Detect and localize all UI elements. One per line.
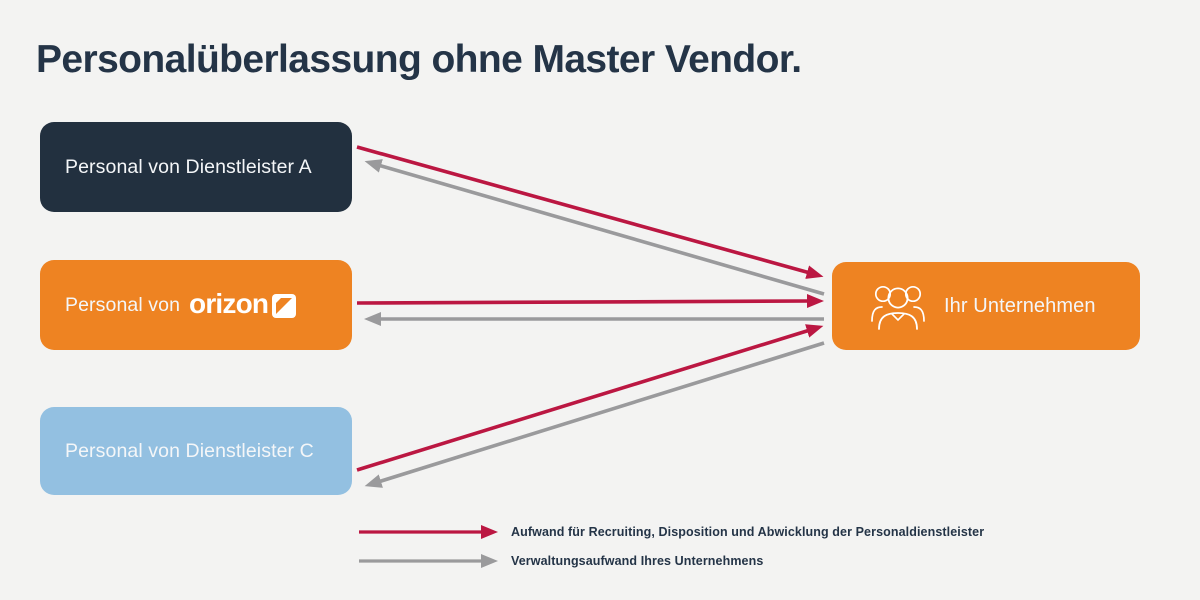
box-provider-c: Personal von Dienstleister C: [40, 407, 352, 495]
box-provider-a: Personal von Dienstleister A: [40, 122, 352, 212]
box-orizon-prefix: Personal von: [65, 293, 181, 316]
legend-label-gray: Verwaltungsaufwand Ihres Unternehmens: [511, 554, 764, 568]
orizon-wordmark: orizon: [189, 288, 269, 319]
orizon-logo: orizon: [189, 288, 297, 319]
arrow-gray-company-to-provider-c: [364, 341, 825, 488]
box-provider-c-label: Personal von Dienstleister C: [65, 439, 314, 462]
box-provider-a-label: Personal von Dienstleister A: [65, 155, 312, 178]
team-icon: [871, 285, 925, 330]
page-title: Personalüberlassung ohne Master Vendor.: [36, 38, 802, 81]
legend-label-red: Aufwand für Recruiting, Disposition und …: [511, 525, 985, 539]
orizon-logo-mark-icon: [272, 294, 297, 318]
box-company-label: Ihr Unternehmen: [944, 294, 1096, 317]
box-company: Ihr Unternehmen: [832, 262, 1140, 350]
box-orizon: Personal von orizon: [40, 260, 352, 350]
arrow-gray-company-to-provider-a: [364, 159, 825, 296]
arrow-red-provider-c-to-company: [356, 324, 824, 472]
arrow-red-orizon-to-company: [356, 294, 824, 309]
arrow-red-provider-a-to-company: [356, 145, 824, 279]
